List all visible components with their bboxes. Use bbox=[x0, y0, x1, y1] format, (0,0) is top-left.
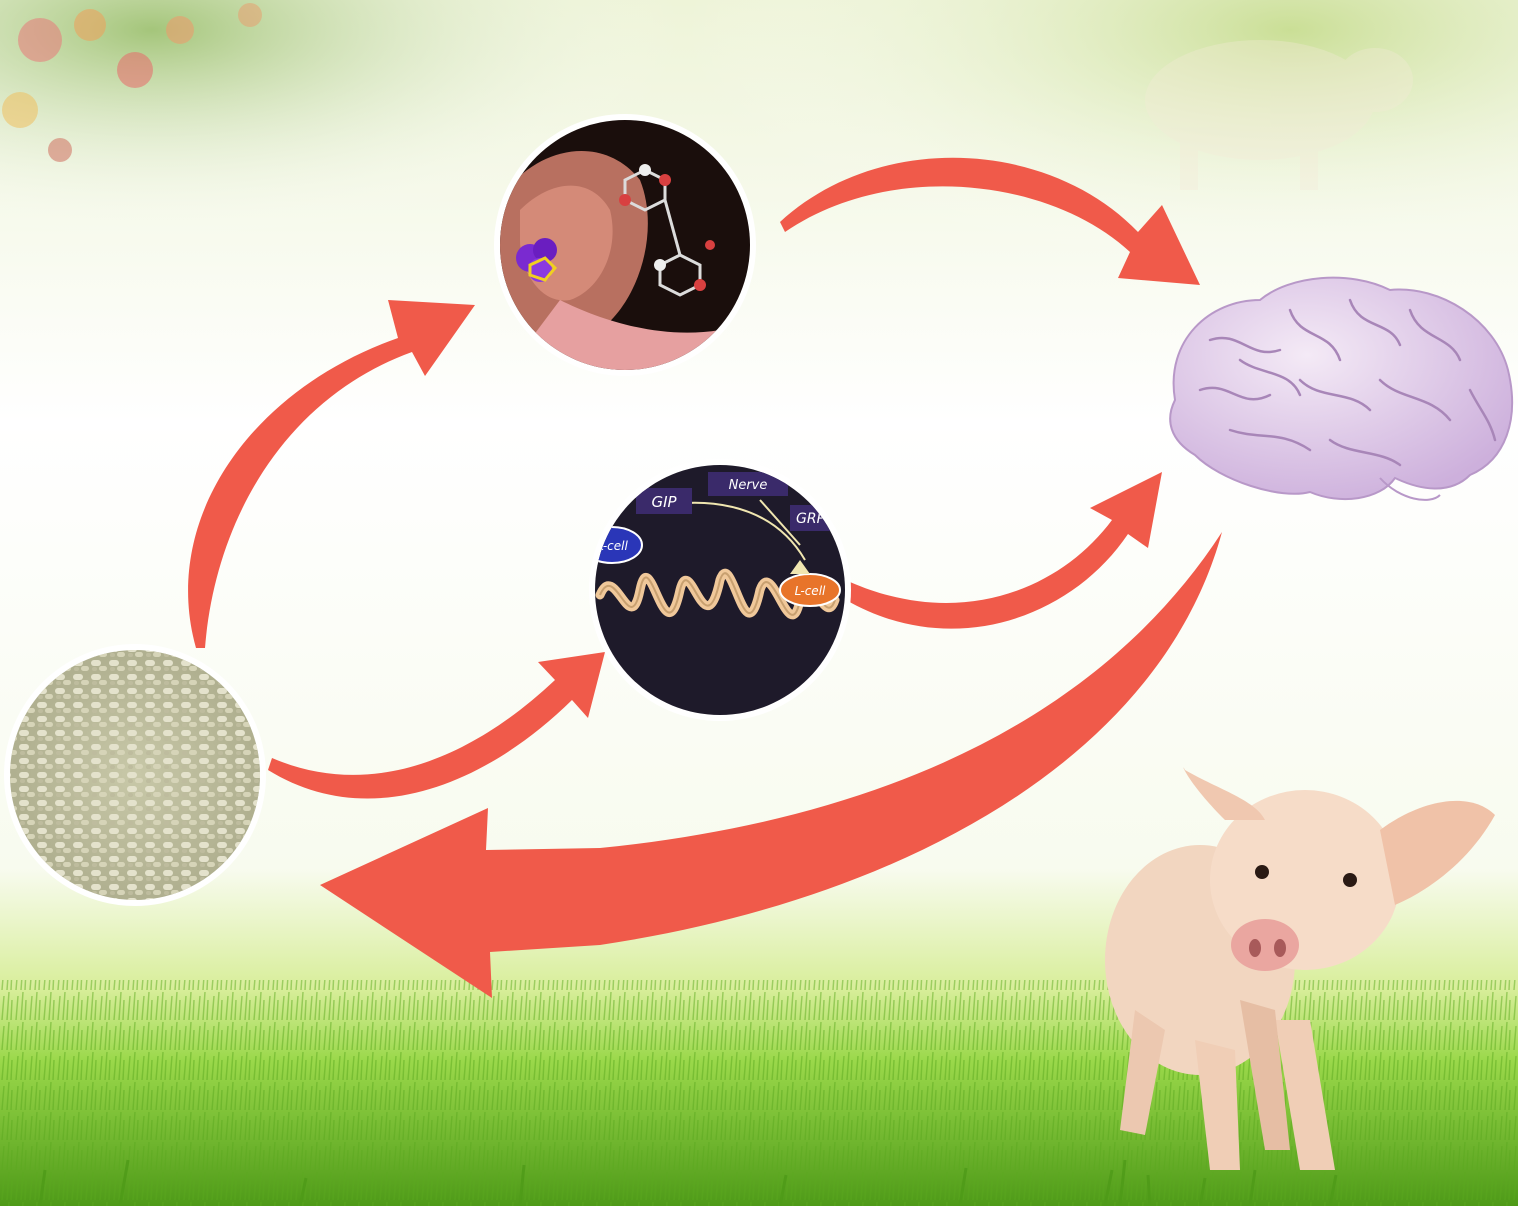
l-cell-label: L-cell bbox=[795, 584, 826, 598]
grass-tufts bbox=[40, 1160, 1336, 1206]
gip-label: GIP bbox=[651, 493, 677, 511]
piglet bbox=[1105, 767, 1495, 1170]
nerve-label: Nerve bbox=[729, 478, 768, 493]
brain-icon bbox=[1170, 278, 1512, 500]
tongue-taste-receptors bbox=[490, 110, 760, 380]
arrow-feed-to-gut bbox=[268, 652, 605, 799]
gut-hormone-signaling: GIP Nerve GRP K-cell L-cell bbox=[582, 459, 851, 721]
arrow-tongue-to-brain bbox=[780, 158, 1200, 285]
feed-pellets bbox=[0, 640, 270, 910]
arrow-feed-to-tongue bbox=[188, 300, 475, 648]
arrow-gut-to-brain bbox=[846, 472, 1162, 629]
